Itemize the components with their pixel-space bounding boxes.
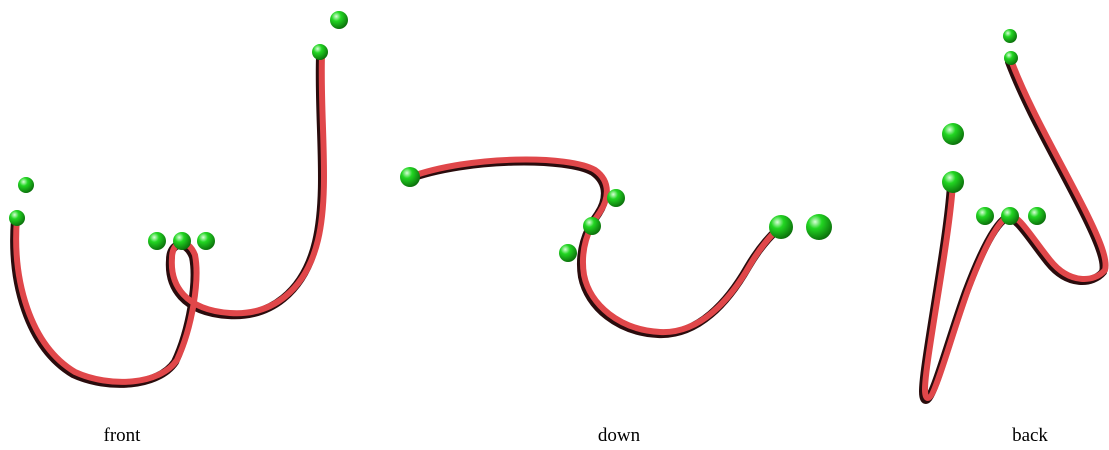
front-control-point-6 xyxy=(312,44,328,60)
back-control-point-5 xyxy=(976,207,994,225)
back-control-point-4 xyxy=(942,171,964,193)
front-control-point-2 xyxy=(9,210,25,226)
front-control-point-3 xyxy=(148,232,166,250)
down-control-point-4 xyxy=(559,244,577,262)
down-control-point-6 xyxy=(806,214,832,240)
down-view-panel xyxy=(400,156,832,339)
front-view-panel xyxy=(9,11,348,388)
front-control-point-4 xyxy=(173,232,191,250)
back-control-point-1 xyxy=(1003,29,1017,43)
back-view-panel xyxy=(919,29,1109,405)
down-view-caption: down xyxy=(597,425,641,446)
down-control-point-2 xyxy=(607,189,625,207)
down-control-point-3 xyxy=(583,217,601,235)
front-control-point-7 xyxy=(330,11,348,29)
back-view-caption: back xyxy=(1012,425,1048,446)
front-control-point-5 xyxy=(197,232,215,250)
front-view-caption: front xyxy=(103,425,141,446)
back-control-point-6 xyxy=(1001,207,1019,225)
back-control-point-3 xyxy=(942,123,964,145)
back-control-point-2 xyxy=(1004,51,1018,65)
back-control-point-7 xyxy=(1028,207,1046,225)
back-view-curve xyxy=(919,57,1109,405)
down-control-point-1 xyxy=(400,167,420,187)
down-view-curve xyxy=(404,156,783,339)
front-view-curve xyxy=(10,52,327,388)
down-control-point-5 xyxy=(769,215,793,239)
front-control-point-1 xyxy=(18,177,34,193)
